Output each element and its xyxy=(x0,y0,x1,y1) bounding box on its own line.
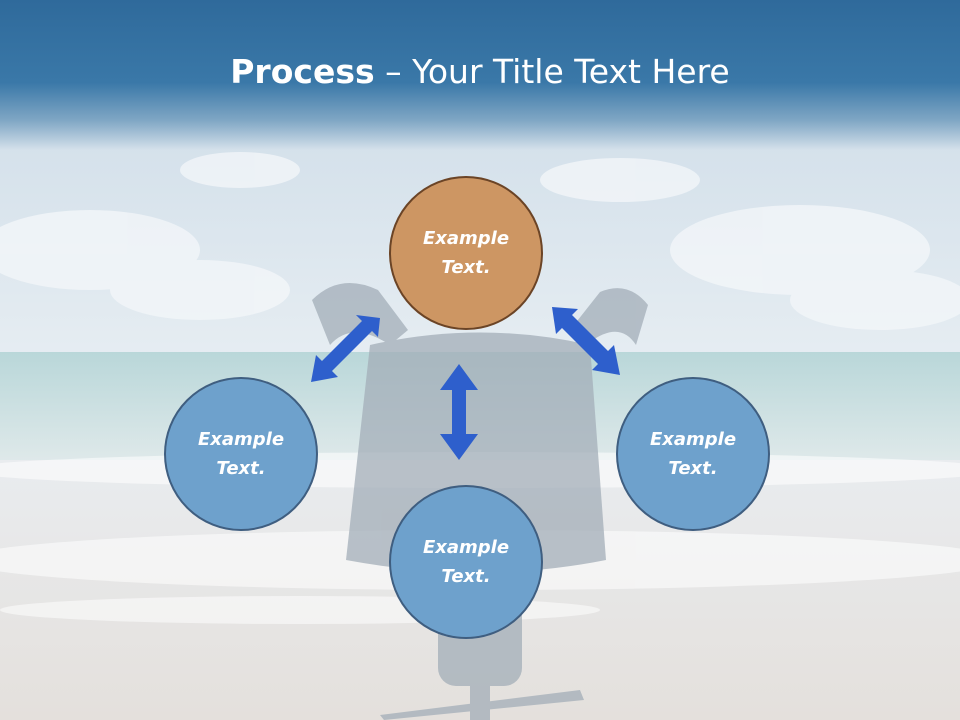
node-right-line2: Text. xyxy=(668,458,718,479)
node-top-line1: Example xyxy=(422,228,510,249)
node-top-line2: Text. xyxy=(441,257,491,278)
node-left-line2: Text. xyxy=(216,458,266,479)
node-left: Example Text. xyxy=(164,377,318,531)
node-right-text: Example Text. xyxy=(633,425,753,483)
clouds xyxy=(0,152,960,330)
node-left-text: Example Text. xyxy=(181,425,301,483)
slide-title: Process – Your Title Text Here xyxy=(0,52,960,91)
node-bottom-text: Example Text. xyxy=(406,533,526,591)
node-right-line1: Example xyxy=(649,429,737,450)
title-bar xyxy=(0,0,960,150)
node-top: Example Text. xyxy=(389,176,543,330)
node-bottom-line2: Text. xyxy=(441,566,491,587)
title-bold: Process xyxy=(230,52,375,91)
node-bottom: Example Text. xyxy=(389,485,543,639)
node-bottom-line1: Example xyxy=(422,537,510,558)
node-top-text: Example Text. xyxy=(406,224,526,282)
node-left-line1: Example xyxy=(197,429,285,450)
title-rest: – Your Title Text Here xyxy=(374,52,730,91)
node-right: Example Text. xyxy=(616,377,770,531)
